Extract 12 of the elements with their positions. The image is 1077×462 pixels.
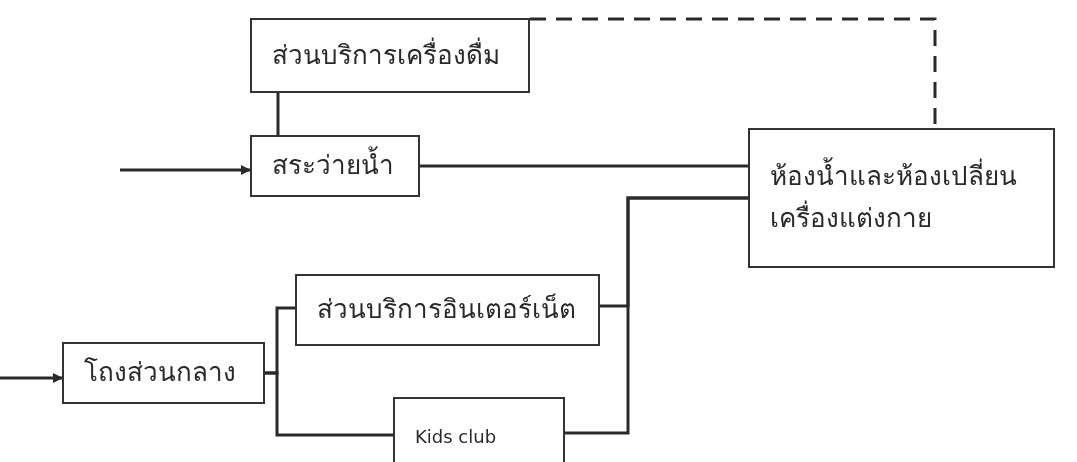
- connector-line: [420, 164, 748, 168]
- process-box: ส่วนบริการเครื่องดื่ม: [250, 18, 530, 93]
- connector-line: [265, 371, 393, 437]
- process-box: Kids club: [393, 397, 565, 462]
- arrow: [120, 165, 251, 175]
- process-box: ห้องน้ำและห้องเปลี่ยนเครื่องแต่งกาย: [748, 128, 1055, 268]
- arrow: [0, 373, 63, 383]
- process-box: สระว่ายน้ำ: [250, 135, 420, 197]
- connector-line: [565, 196, 748, 435]
- connector-line: [276, 93, 280, 135]
- process-box: ส่วนบริการอินเตอร์เน็ต: [295, 274, 600, 346]
- process-box: โถงส่วนกลาง: [62, 342, 265, 404]
